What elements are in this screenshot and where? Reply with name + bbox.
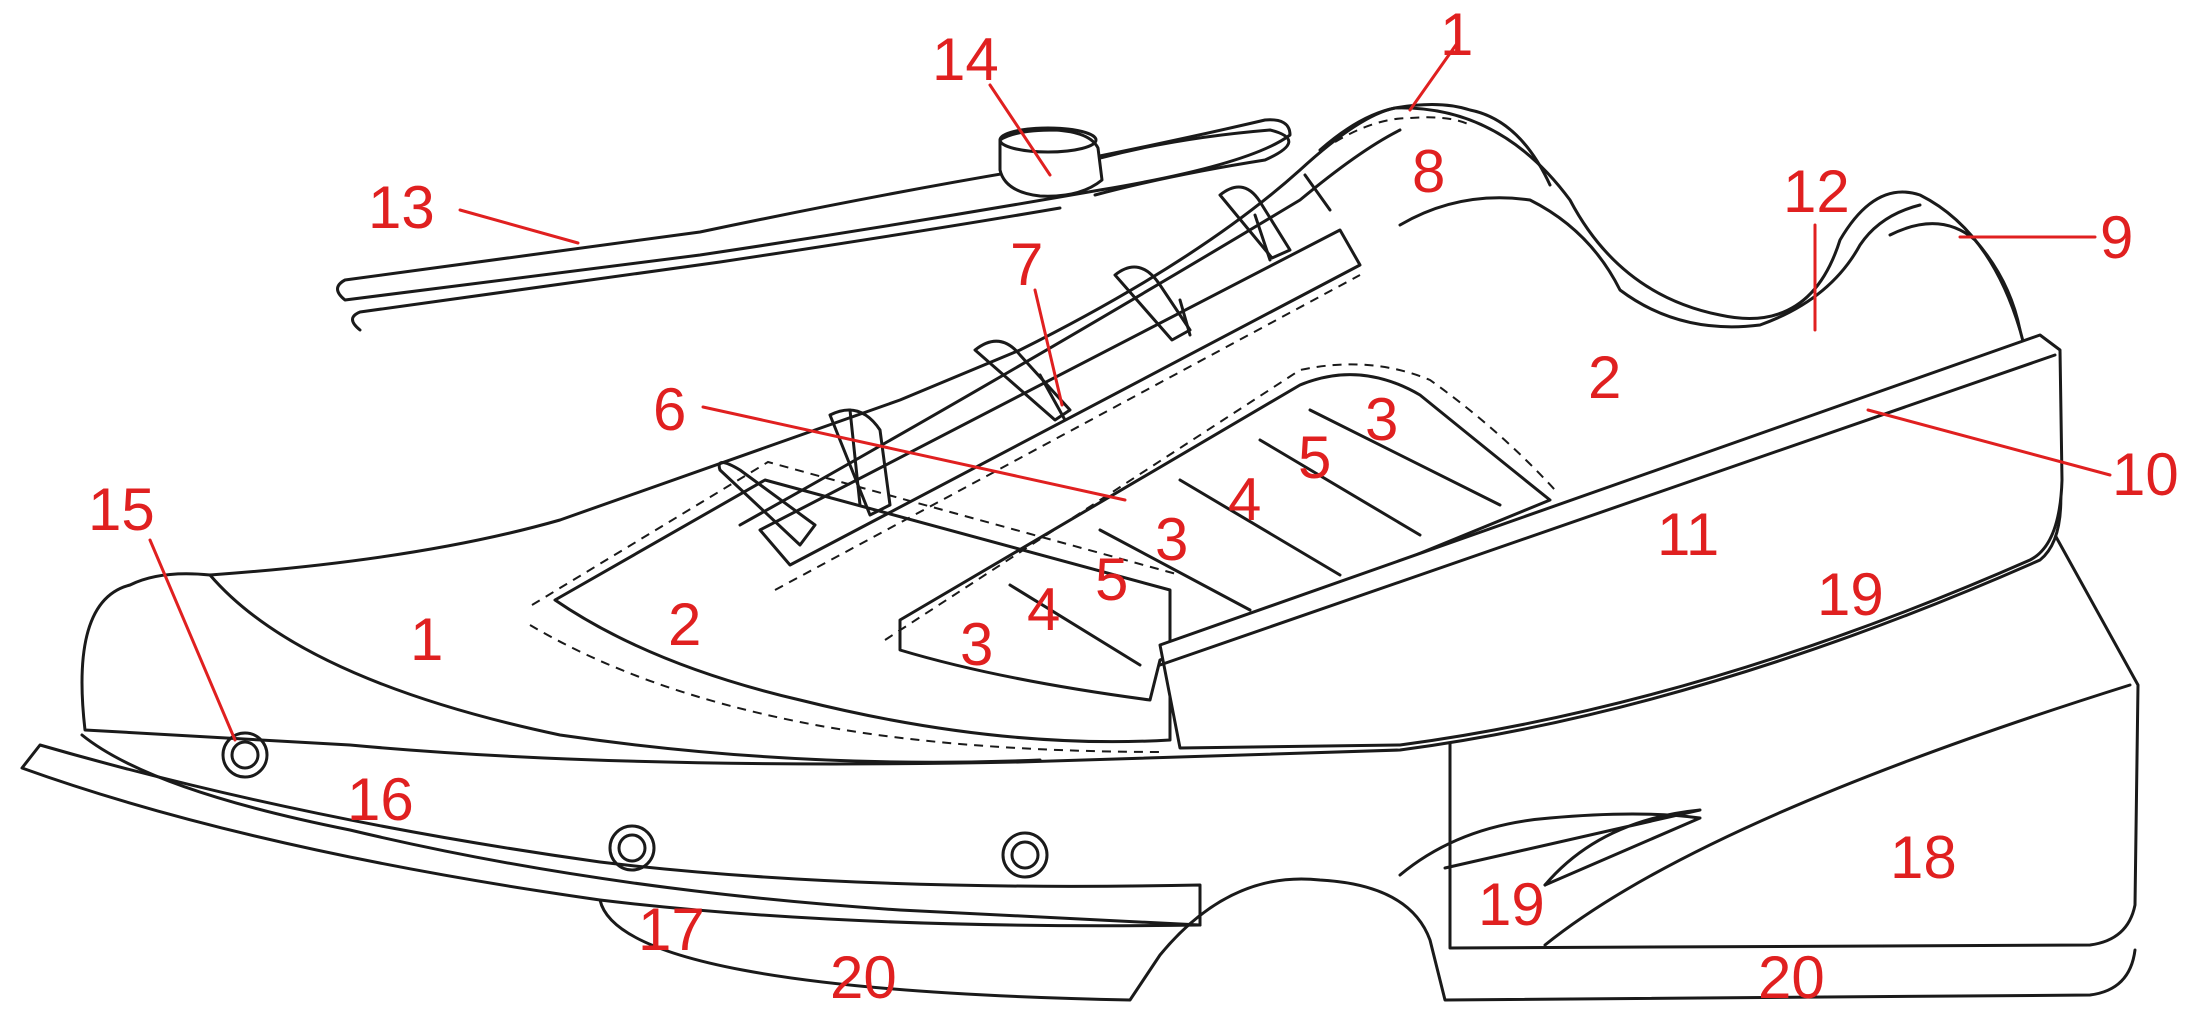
leader-6 <box>701 405 1127 502</box>
label-16: 16 <box>347 766 414 833</box>
label-4-top: 4 <box>1228 466 1261 533</box>
leader-14 <box>988 83 1052 177</box>
sole-bottom <box>598 877 2137 1002</box>
heel-block <box>1448 533 2140 950</box>
tongue-top-stitch <box>1334 116 1471 143</box>
label-20-front: 20 <box>830 944 897 1011</box>
label-1-top: 1 <box>1440 1 1473 68</box>
label-6: 6 <box>653 376 686 443</box>
label-11: 11 <box>1657 501 1719 568</box>
front-panel-stitch-low <box>529 624 1166 753</box>
eyestay <box>758 228 1362 567</box>
cord-lock <box>998 126 1104 198</box>
lace-end-bottom <box>351 206 1062 332</box>
midsole <box>80 733 1202 927</box>
label-3-mid: 3 <box>1155 506 1188 573</box>
collar <box>1398 196 1922 329</box>
leader-10 <box>1866 408 2112 477</box>
lace-loop <box>1058 128 1291 197</box>
label-14: 14 <box>932 26 999 93</box>
label-9: 9 <box>2100 204 2133 271</box>
label-8: 8 <box>1412 138 1445 205</box>
tongue-top <box>1318 102 1552 187</box>
label-3-top: 3 <box>1365 386 1398 453</box>
label-18: 18 <box>1890 824 1957 891</box>
label-20-heel: 20 <box>1758 944 1825 1011</box>
tongue <box>738 128 1402 527</box>
heel-counter-edge <box>1158 353 2057 667</box>
front-panel <box>553 478 1172 744</box>
lace-end-top <box>336 118 1292 302</box>
label-3-low: 3 <box>960 611 993 678</box>
label-5-low: 5 <box>1095 546 1128 613</box>
label-5-top: 5 <box>1298 424 1331 491</box>
side-panel-stitch <box>884 363 1556 641</box>
heel-counter <box>1158 333 2064 750</box>
heel-piece-rear <box>1443 808 1702 887</box>
side-panel <box>898 373 1552 702</box>
side-stripes <box>1008 408 1502 667</box>
heel-tab <box>1888 222 2022 332</box>
leader-15 <box>148 538 237 742</box>
callout-labels: 1 14 13 8 12 9 7 2 6 3 5 4 3 10 15 11 5 … <box>88 1 2179 1011</box>
label-2-heel: 2 <box>1588 344 1621 411</box>
shoe-outline <box>20 102 2140 1002</box>
leader-13 <box>458 208 580 245</box>
eyelets <box>221 731 1049 879</box>
laces <box>717 173 1332 547</box>
heel-wedge <box>1398 812 1702 887</box>
label-1-toe: 1 <box>410 606 443 673</box>
label-10: 10 <box>2112 441 2179 508</box>
leader-7 <box>1033 288 1064 407</box>
outsole-toe <box>20 743 1202 928</box>
label-7: 7 <box>1010 231 1043 298</box>
label-15: 15 <box>88 476 155 543</box>
label-19-low: 19 <box>1478 871 1545 938</box>
label-19-heel: 19 <box>1817 561 1884 628</box>
label-4-low: 4 <box>1027 576 1060 643</box>
label-17: 17 <box>638 896 705 963</box>
heel-wedge-2 <box>1543 683 2132 947</box>
label-13: 13 <box>368 174 435 241</box>
label-2-front: 2 <box>668 591 701 658</box>
label-12: 12 <box>1783 158 1850 225</box>
toe-cap <box>208 573 1042 764</box>
leader-lines <box>148 40 2112 742</box>
leader-1-top <box>1408 40 1460 112</box>
